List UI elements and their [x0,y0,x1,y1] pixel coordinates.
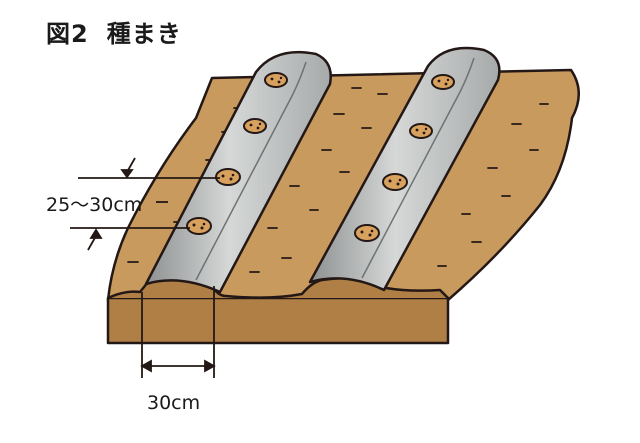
seed-hole [382,173,408,191]
figure-title: 図2 種まき [46,14,182,49]
seed-hole [264,72,288,88]
width-arrowhead-left [140,359,152,373]
seed-spacing-label: 25～30cm [46,194,143,216]
seed-spacing-dimension [70,157,220,251]
arrowhead-lower [89,228,103,239]
seed-hole [354,224,380,242]
width-arrowhead-right [204,359,216,373]
seed-hole [409,123,433,139]
arrowhead-upper [120,169,134,179]
seed-holes-right [354,74,455,242]
mulch-crease-right [361,57,475,279]
seed-hole [186,217,212,235]
seed-holes-left [186,72,288,235]
mulch-crease-left [195,61,307,281]
ridge-width-dimension [140,286,216,378]
figure-number: 図2 [46,20,89,48]
ridge-right [308,46,501,292]
ridge-width-label: 30cm [147,392,201,414]
seed-hole [243,118,267,134]
figure-caption: 種まき [106,20,182,48]
soil-cross-section [106,296,450,345]
ridge-left [144,50,332,294]
seed-hole [431,74,455,90]
seed-hole [215,168,241,186]
